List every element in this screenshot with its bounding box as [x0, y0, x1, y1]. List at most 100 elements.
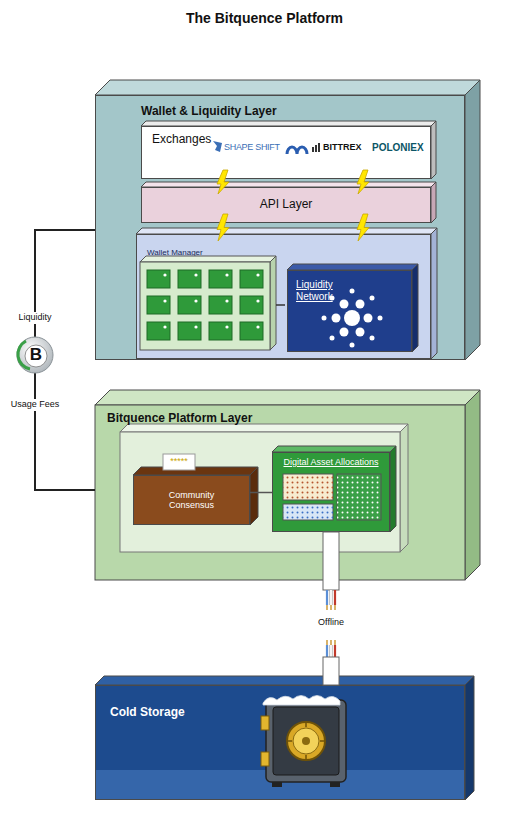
network-dot — [356, 300, 365, 309]
dial-tick — [305, 723, 307, 727]
box-side-face — [465, 676, 474, 800]
allocation-panel — [283, 504, 333, 520]
wire-tip — [334, 640, 335, 645]
box-top-face — [141, 121, 436, 126]
network-dot — [340, 328, 349, 337]
panel-top-face — [120, 424, 408, 432]
safe-dial-inner — [293, 728, 319, 754]
cable-plug — [323, 657, 339, 685]
network-dot — [350, 343, 355, 348]
network-dot — [330, 336, 335, 341]
wire — [326, 645, 328, 657]
box-top-face — [287, 264, 418, 270]
wire — [334, 590, 336, 605]
grid-side-face — [270, 256, 276, 350]
connector-label: Usage Fees — [9, 399, 62, 411]
network-dot — [322, 316, 327, 321]
box-top-face — [136, 228, 437, 234]
wire-tip — [330, 605, 331, 610]
layer-side-face — [465, 390, 480, 580]
inner-panel — [120, 432, 400, 552]
bar — [315, 145, 317, 152]
wallet-grid — [140, 262, 270, 350]
dial-tick — [305, 755, 307, 759]
dial-ticks — [288, 723, 324, 759]
wire — [334, 645, 336, 657]
layer-front-face — [95, 405, 465, 580]
box-side-face — [390, 446, 396, 532]
snow-cap — [263, 696, 340, 706]
lightning-connector — [357, 214, 369, 241]
node-text: Digital Asset Allocations — [273, 457, 389, 467]
network-dot — [340, 300, 349, 309]
layer-top-face — [95, 390, 480, 405]
token-logo — [17, 337, 53, 373]
network-dot — [356, 328, 365, 337]
node-text: Cold Storage — [110, 706, 185, 720]
wire — [330, 645, 332, 657]
dial-tick — [288, 740, 292, 742]
network-cluster — [322, 289, 383, 348]
safe-dial-center — [302, 737, 310, 745]
ballot-paper — [163, 454, 195, 470]
wire-outline — [329, 645, 332, 657]
safe-body — [266, 700, 346, 782]
lightning-bolt — [217, 170, 229, 194]
network-dot — [370, 336, 375, 341]
grid-link — [276, 304, 285, 306]
wallet-card — [178, 322, 201, 340]
box-depth — [287, 264, 418, 352]
edge-label: Offline — [318, 618, 344, 628]
box-side-face — [250, 467, 258, 525]
wallet-card — [209, 322, 232, 340]
box-top-face — [95, 80, 480, 95]
network-dot — [344, 310, 360, 326]
logo-letter: B — [30, 346, 42, 365]
exchange-logo: SHAPE SHIFT — [224, 143, 280, 153]
node-text: Wallet & Liquidity Layer — [141, 105, 277, 119]
network-dot — [370, 296, 375, 301]
dial-tick — [320, 740, 324, 742]
safe-hinge — [261, 752, 269, 766]
wallet-card — [147, 296, 170, 314]
panel-dots — [283, 474, 333, 500]
panel-dots — [337, 474, 381, 520]
safe-door — [273, 707, 339, 775]
box-top-face — [141, 182, 436, 187]
link-line — [250, 492, 272, 494]
network-dot — [350, 289, 355, 294]
lightning-bolt — [217, 214, 229, 241]
network-dot — [330, 296, 335, 301]
node-text: Liquidity Network — [296, 279, 358, 302]
lightning-bolt — [357, 214, 369, 241]
box-top-face — [272, 446, 396, 452]
diagram-title: The Bitquence Platform — [0, 11, 529, 26]
wallet-card — [240, 296, 263, 314]
exchange-logo: POLONIEX — [372, 142, 424, 153]
box-top-face — [95, 676, 474, 685]
wire-tip — [326, 605, 327, 610]
safe-dial — [287, 722, 325, 760]
box-side-face — [412, 264, 418, 352]
safe-foot — [330, 782, 340, 787]
box-side-face — [431, 121, 436, 179]
exchange-logo: BITTREX — [323, 143, 362, 153]
wallet-card — [147, 270, 170, 288]
box-side-face — [431, 182, 436, 223]
cable-connector — [323, 532, 339, 685]
cable-sheath — [323, 532, 339, 590]
wallet-card — [209, 296, 232, 314]
wallet-card — [209, 270, 232, 288]
wallet-card — [240, 270, 263, 288]
wire-tip — [330, 640, 331, 645]
node-text: API Layer — [142, 198, 430, 212]
allocation-panel — [283, 474, 333, 500]
panel-side-face — [400, 424, 408, 552]
allocation-panel — [337, 474, 381, 520]
node-text: Exchanges — [152, 133, 211, 147]
wallet-card — [178, 270, 201, 288]
safe-illustration — [261, 696, 346, 788]
